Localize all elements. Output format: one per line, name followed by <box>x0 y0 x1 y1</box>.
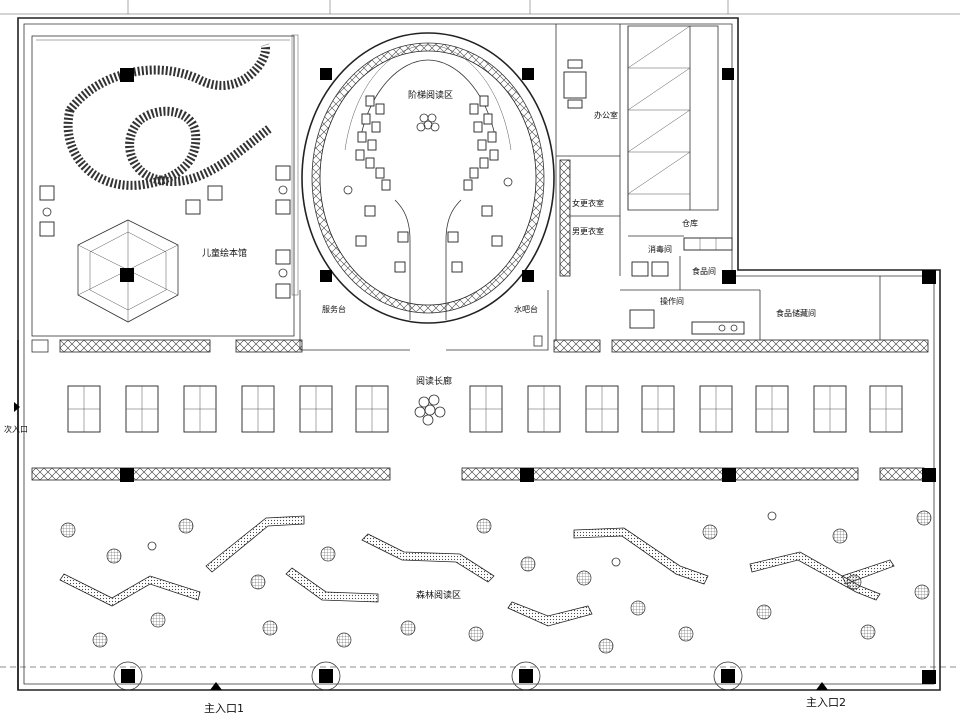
corridor-tables-left <box>67 385 389 433</box>
reading-corridor: 阅读长廊 <box>67 375 903 433</box>
main-entrance-1-marker: 主入口1 <box>204 682 244 715</box>
label-tiered-reading: 阶梯阅读区 <box>408 89 453 101</box>
label-female-locker: 女更衣室 <box>572 198 604 208</box>
label-food-counter: 食品间 <box>692 266 716 276</box>
secondary-entrance-marker: 次入口 <box>4 402 28 434</box>
label-male-locker: 男更衣室 <box>572 226 604 236</box>
water-bar-area: 水吧台 <box>446 290 549 351</box>
upper-truss-rail <box>31 339 929 353</box>
forest-reading-area: 森林阅读区 <box>59 510 932 654</box>
label-food-storage: 食品储藏间 <box>776 308 816 318</box>
bottom-columns <box>113 661 936 691</box>
label-operation-room: 操作间 <box>660 296 684 306</box>
tiered-seats-left <box>343 95 409 273</box>
corridor-plant-cluster <box>414 394 446 426</box>
label-office: 办公室 <box>594 110 618 120</box>
forest-trees <box>60 510 932 654</box>
central-plant-cluster <box>416 113 440 132</box>
label-disinfection: 消毒间 <box>648 244 672 254</box>
zigzag-benches <box>59 515 895 627</box>
label-main-entrance-2: 主入口2 <box>806 696 846 709</box>
label-children-picture-book: 儿童绘本馆 <box>202 247 247 259</box>
tiered-reading-hall: 阶梯阅读区 <box>301 32 555 324</box>
track-curve <box>66 43 270 113</box>
label-main-entrance-1: 主入口1 <box>204 702 244 715</box>
corridor-tables-right <box>469 385 903 433</box>
drawing-frame <box>0 0 960 668</box>
label-secondary-entrance: 次入口 <box>4 424 28 434</box>
kitchen-block: 消毒间 食品间 操作间 食品储藏间 <box>620 235 936 340</box>
children-picture-book-room: 儿童绘本馆 <box>31 34 299 337</box>
label-warehouse: 仓库 <box>682 218 698 228</box>
label-service-desk: 服务台 <box>322 304 346 314</box>
warehouse-block: 仓库 <box>627 25 734 251</box>
office-block: 办公室 女更衣室 男更衣室 <box>555 24 621 340</box>
tiered-seats-right <box>447 95 513 273</box>
label-forest-reading: 森林阅读区 <box>416 589 461 601</box>
label-reading-corridor: 阅读长廊 <box>416 375 452 387</box>
lower-truss-rail <box>31 467 936 482</box>
label-water-bar: 水吧台 <box>514 304 538 314</box>
main-entrance-2-marker: 主入口2 <box>806 682 846 709</box>
